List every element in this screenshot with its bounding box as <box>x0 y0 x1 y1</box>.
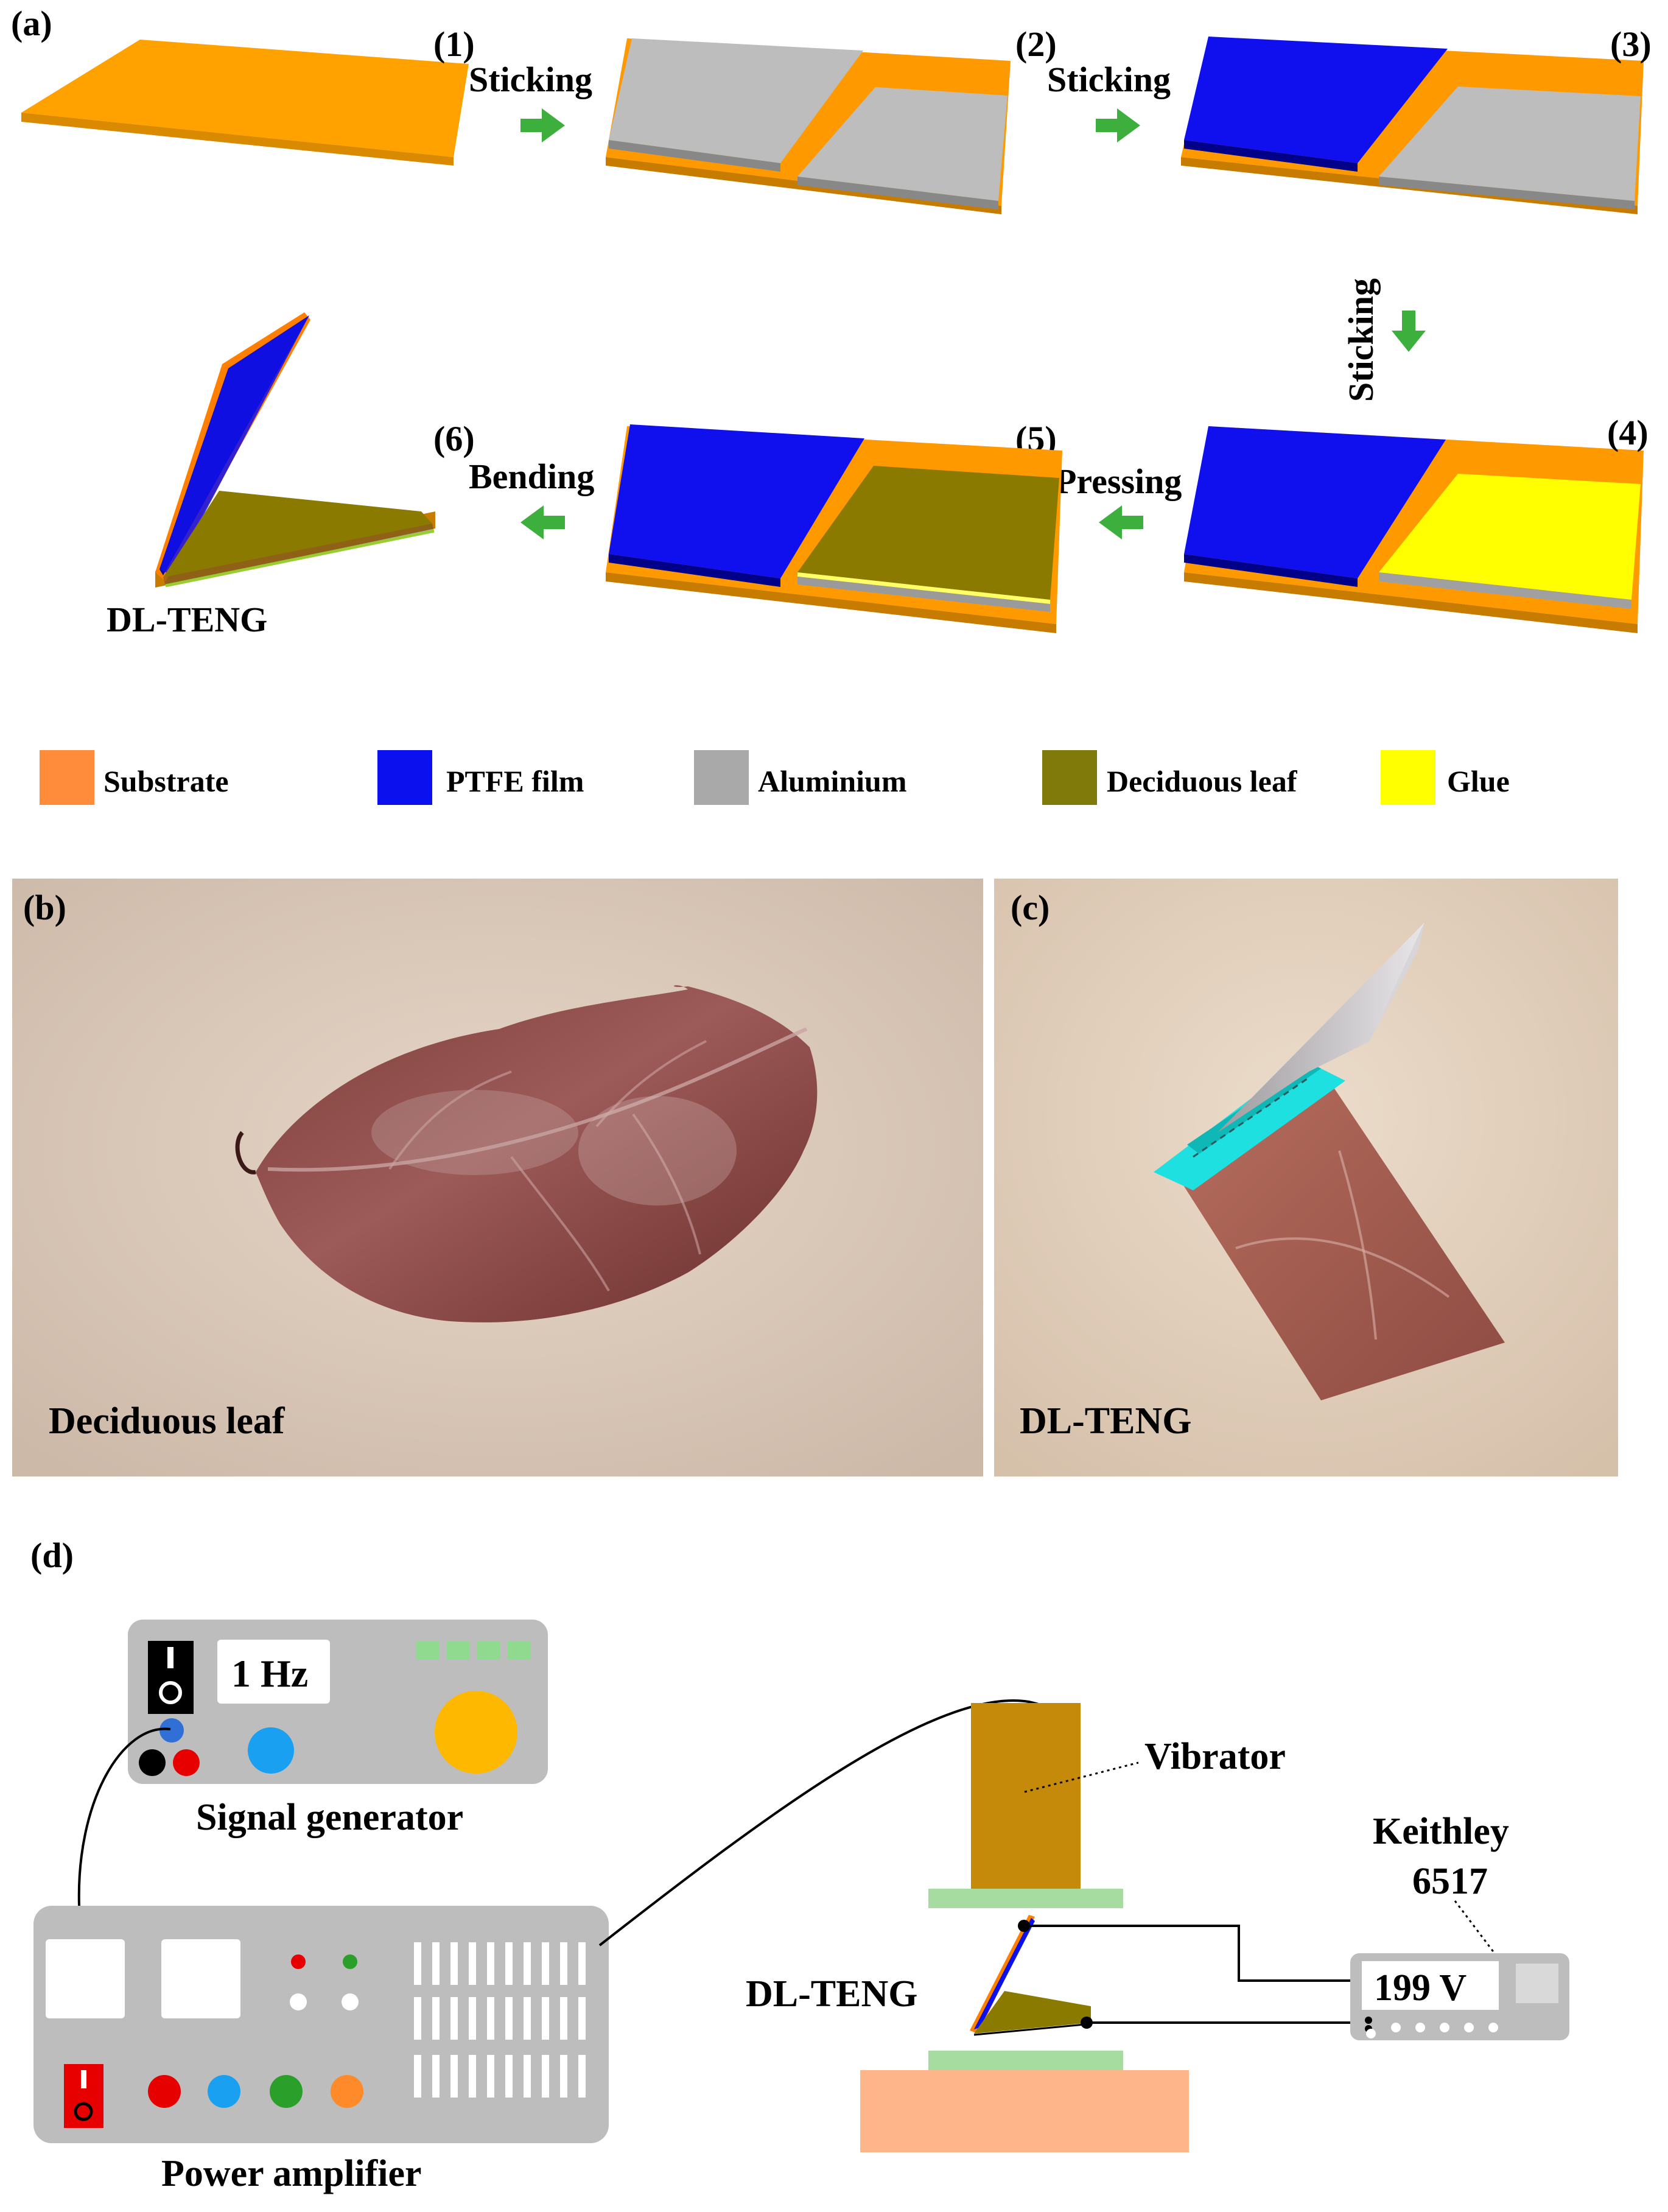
legend-swatch-substrate <box>40 750 94 805</box>
legend-label-leaf: Deciduous leaf <box>1107 764 1298 798</box>
keithley-electrometer: 199 V <box>1350 1953 1569 2040</box>
wire-top-electrode <box>1024 1925 1350 1982</box>
step-4-label: (4) <box>1607 413 1649 452</box>
panel-a: (a) (1) Sticking (2) Sticking <box>11 4 1652 805</box>
legend-label-aluminium: Aluminium <box>758 764 907 798</box>
photo-c-caption: DL-TENG <box>1020 1400 1191 1442</box>
legend: Substrate PTFE film Aluminium Deciduous … <box>40 750 1510 805</box>
bending-label: Bending <box>469 457 594 496</box>
panel-a-label: (a) <box>11 4 52 43</box>
step-1-label: (1) <box>433 24 475 64</box>
deciduous-leaf-photo <box>235 985 818 1322</box>
legend-swatch-glue <box>1381 750 1435 805</box>
panel-d: (d) 1 Hz Signal generator <box>30 1536 1569 2194</box>
legend-label-glue: Glue <box>1447 764 1510 798</box>
plate-step-5 <box>606 424 1062 633</box>
photo-b-caption: Deciduous leaf <box>49 1400 286 1442</box>
signal-generator-label: Signal generator <box>196 1797 463 1838</box>
panel-c-label: (c) <box>1011 888 1050 927</box>
arrow-left-icon <box>1099 505 1143 539</box>
arrow-right-icon <box>520 108 565 142</box>
arrow-left-icon <box>520 505 565 539</box>
plate-step-3 <box>1181 37 1644 214</box>
step-6-label: (6) <box>433 419 475 458</box>
step-2-label: (2) <box>1015 24 1057 64</box>
plate-step-2 <box>606 38 1011 214</box>
dl-teng-label-a: DL-TENG <box>107 600 267 639</box>
dl-teng-photo <box>1154 922 1505 1400</box>
vibrator-label: Vibrator <box>1144 1736 1286 1777</box>
plate-step-1 <box>21 40 469 166</box>
panel-b: (b) Deciduous leaf <box>12 879 983 1476</box>
power-amplifier-label: Power amplifier <box>161 2153 422 2194</box>
arrow-down-icon <box>1392 311 1426 352</box>
voltage-display <box>1362 1961 1499 2010</box>
panel-d-label: (d) <box>30 1536 74 1575</box>
frequency-display <box>217 1640 330 1704</box>
legend-label-ptfe: PTFE film <box>446 764 584 798</box>
sticking-label-2: Sticking <box>1047 60 1171 99</box>
dl-teng-label-d: DL-TENG <box>746 1973 917 2015</box>
pressing-label: Pressing <box>1055 462 1182 501</box>
sticking-label-3: Sticking <box>1341 278 1381 402</box>
legend-label-substrate: Substrate <box>103 764 229 798</box>
legend-swatch-ptfe <box>377 750 432 805</box>
vibrator <box>928 1703 1139 1908</box>
sticking-label-1: Sticking <box>469 60 592 99</box>
arrow-right-icon <box>1096 108 1140 142</box>
panel-b-label: (b) <box>23 888 66 927</box>
lower-plate <box>928 2051 1123 2070</box>
step-3-label: (3) <box>1610 24 1652 64</box>
plate-step-6 <box>155 312 435 588</box>
stage-base <box>860 2070 1189 2152</box>
legend-swatch-leaf <box>1042 750 1097 805</box>
frequency-knob <box>435 1691 517 1774</box>
keithley-label-line1: Keithley <box>1373 1811 1509 1852</box>
dl-teng-device <box>970 1915 1093 2036</box>
signal-generator: 1 Hz <box>128 1620 548 1784</box>
cable-generator-to-amplifier <box>77 1727 171 1906</box>
panel-c: (c) DL-TENG <box>994 879 1618 1476</box>
keithley-label-line2: 6517 <box>1412 1861 1488 1902</box>
upper-plate <box>928 1889 1123 1908</box>
legend-swatch-aluminium <box>694 750 749 805</box>
frequency-display-value: 1 Hz <box>231 1652 308 1695</box>
vibrator-body <box>971 1703 1081 1889</box>
power-amplifier <box>33 1906 609 2143</box>
plate-step-4 <box>1184 426 1644 633</box>
voltage-display-value: 199 V <box>1374 1967 1467 2009</box>
